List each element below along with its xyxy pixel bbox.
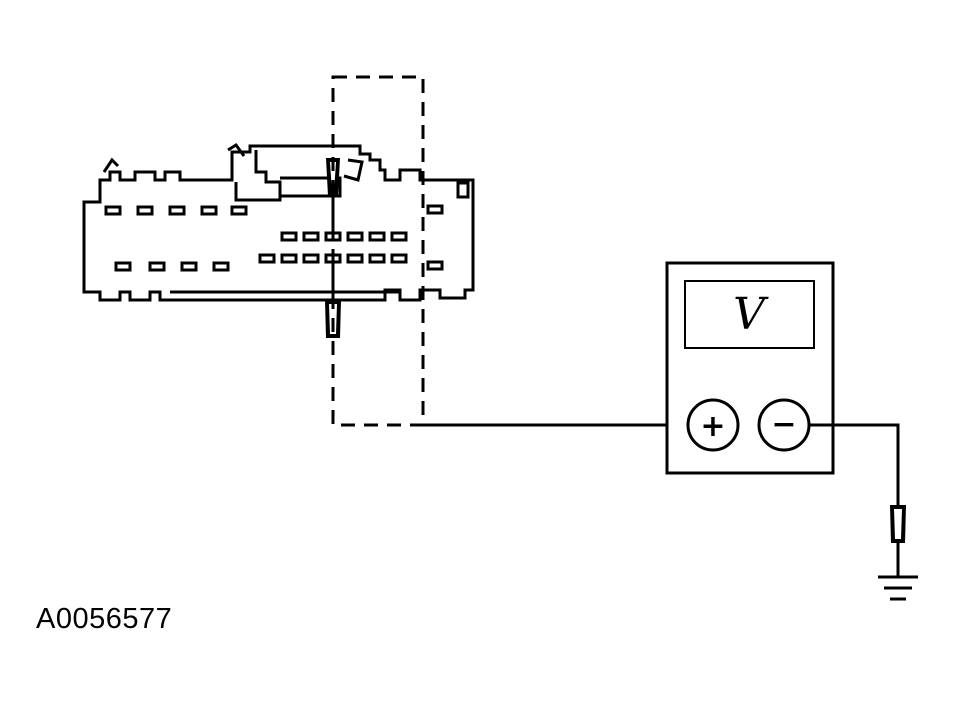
- figure-id-label: A0056577: [36, 603, 173, 635]
- ground-icon: [878, 575, 918, 601]
- ground-probe-icon: [890, 505, 906, 577]
- multimeter-icon: V + −: [665, 261, 835, 475]
- meter-display-symbol: V: [733, 289, 769, 340]
- meter-display: [684, 280, 815, 349]
- dashed-boundary: [331, 75, 425, 427]
- positive-terminal: [686, 398, 740, 452]
- negative-terminal-label: −: [771, 407, 796, 442]
- connector-icon: [82, 142, 475, 302]
- test-lead-negative: [809, 423, 900, 505]
- positive-terminal-label: +: [700, 409, 725, 444]
